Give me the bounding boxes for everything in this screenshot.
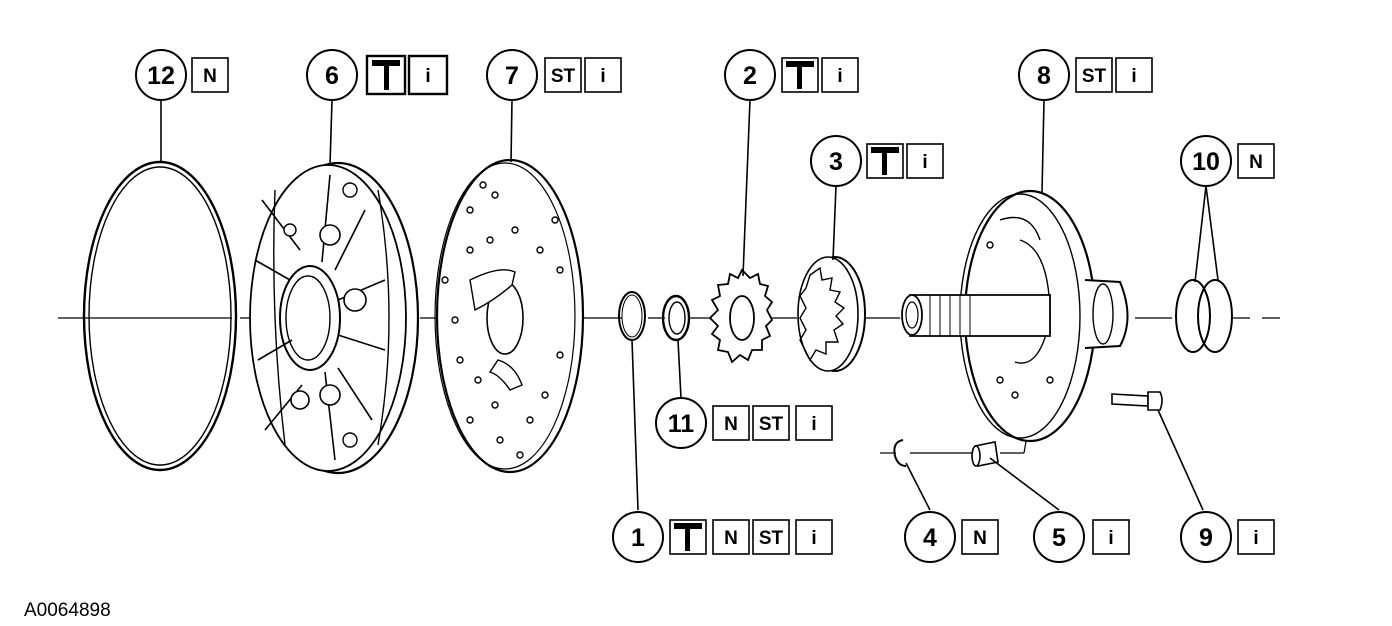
- info-symbol: i: [837, 66, 842, 87]
- hammer-icon: [871, 147, 899, 175]
- callout-6: 6 i: [306, 49, 449, 101]
- part-1-ring: [618, 291, 646, 341]
- figure-id: A0064898: [24, 600, 111, 621]
- callout-5: 5 i: [1033, 511, 1130, 563]
- new-part-symbol: N: [724, 414, 738, 435]
- callout-2-circle: [724, 49, 776, 101]
- part-3-outer-gear: [797, 256, 866, 372]
- new-part-symbol: N: [973, 528, 987, 549]
- callout-11: 11 N ST i: [655, 397, 833, 449]
- callout-12-number: 12: [147, 62, 175, 90]
- part-10-rings: [1175, 279, 1233, 353]
- callout-8: 8 ST i: [1018, 49, 1153, 101]
- callout-4: 4 N: [904, 511, 999, 563]
- callout-2: 2 i: [724, 49, 859, 101]
- hammer-icon: [674, 523, 702, 551]
- new-part-symbol: N: [203, 66, 217, 87]
- callout-12: 12 N: [135, 49, 229, 101]
- part-5-bushing: [971, 441, 999, 467]
- hammer-icon: [372, 60, 400, 90]
- callout-6-number: 6: [325, 62, 339, 90]
- info-symbol: i: [600, 66, 605, 87]
- callout-9: 9 i: [1180, 511, 1275, 563]
- info-symbol: i: [1131, 66, 1136, 87]
- callout-8-circle: [1018, 49, 1070, 101]
- callout-9-circle: [1180, 511, 1232, 563]
- callout-1-circle: [612, 511, 664, 563]
- part-4-clip: [893, 439, 907, 467]
- new-part-symbol: N: [1249, 152, 1263, 173]
- callout-11-circle: [655, 397, 707, 449]
- callout-1-number: 1: [631, 524, 645, 552]
- callout-2-number: 2: [743, 62, 757, 90]
- callout-5-number: 5: [1052, 524, 1066, 552]
- info-symbol: i: [811, 414, 816, 435]
- callout-11-number: 11: [668, 410, 695, 438]
- callout-9-number: 9: [1199, 524, 1213, 552]
- info-symbol: i: [811, 528, 816, 549]
- callout-7: 7 ST i: [486, 49, 622, 101]
- callout-3: 3 i: [810, 135, 944, 187]
- info-symbol: i: [1253, 528, 1258, 549]
- special-tool-symbol: ST: [551, 66, 576, 87]
- callout-4-circle: [904, 511, 956, 563]
- new-part-symbol: N: [724, 528, 738, 549]
- part-9-bolt: [1111, 391, 1163, 411]
- part-2-inner-gear: [708, 268, 774, 364]
- callout-5-circle: [1033, 511, 1085, 563]
- info-symbol: i: [425, 66, 430, 87]
- callout-4-number: 4: [923, 524, 937, 552]
- part-6-pump-body: [249, 161, 420, 475]
- part-7-plate: [434, 158, 585, 474]
- part-12-oring: [82, 160, 238, 472]
- part-11-seal: [661, 294, 691, 342]
- callout-8-number: 8: [1037, 62, 1051, 90]
- callout-10: 10 N: [1180, 135, 1275, 187]
- callout-6-circle: [306, 49, 358, 101]
- part-8-stator: [901, 189, 1129, 443]
- info-symbol: i: [922, 152, 927, 173]
- info-symbol: i: [1108, 528, 1113, 549]
- callout-12-circle: [135, 49, 187, 101]
- special-tool-symbol: ST: [759, 528, 784, 549]
- hammer-icon: [786, 61, 814, 89]
- callout-7-circle: [486, 49, 538, 101]
- callout-1: 1 N ST i: [612, 511, 833, 563]
- callout-10-number: 10: [1192, 148, 1220, 176]
- special-tool-symbol: ST: [1082, 66, 1107, 87]
- callout-3-circle: [810, 135, 862, 187]
- callout-7-number: 7: [505, 62, 519, 90]
- callout-3-number: 3: [829, 148, 843, 176]
- callout-10-circle: [1180, 135, 1232, 187]
- leader-lines: [160, 99, 1219, 511]
- special-tool-symbol: ST: [759, 414, 784, 435]
